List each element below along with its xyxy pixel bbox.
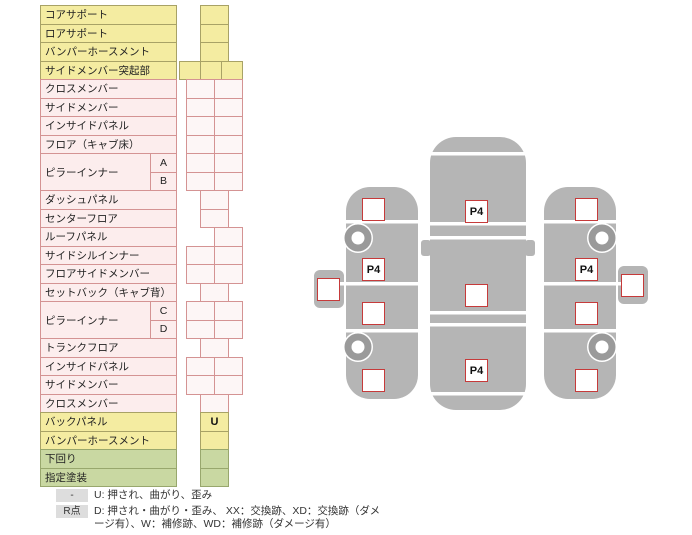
pillar-sub-label: A [150,153,177,173]
car-side-view-left [314,187,424,399]
wheel-icon [343,332,373,362]
part-label: フロア（キャブ床） [40,134,177,154]
legend-row-u: - U: 押され、曲がり、歪み [56,489,384,503]
part-label: インサイドパネル [40,356,177,376]
damage-marker [362,302,385,325]
damage-marker [575,198,598,221]
part-label: サイドメンバー [40,97,177,117]
part-label: バンパーホースメント [40,42,177,62]
damage-marker [317,278,340,301]
wheel-icon [587,223,617,253]
part-label: 指定塗装 [40,467,177,487]
legend-badge-dash: - [56,489,88,502]
car-top-view [421,137,535,410]
part-label: バンパーホースメント [40,430,177,450]
wheel-icon [587,332,617,362]
damage-marker-p4: P4 [575,258,598,281]
legend-row-rpoint: R点 D: 押され・曲がり・歪み、 XX：交換跡、XD：交換跡（ダメージ有）、W… [56,504,384,532]
part-label: サイドメンバー突起部 [40,60,177,80]
part-label: クロスメンバー [40,79,177,99]
part-label: トランクフロア [40,338,177,358]
wheel-icon [343,223,373,253]
damage-marker [575,369,598,392]
damage-marker-p4: P4 [362,258,385,281]
damage-marker-p4: P4 [465,359,488,382]
damage-marker [362,198,385,221]
damage-marker [621,274,644,297]
legend: - U: 押され、曲がり、歪み R点 D: 押され・曲がり・歪み、 XX：交換跡… [56,489,384,534]
damage-marker-p4: P4 [465,200,488,223]
part-label: サイドシルインナー [40,245,177,265]
legend-badge-rpoint: R点 [56,504,88,518]
damage-marker [575,302,598,325]
damage-marker [362,369,385,392]
legend-text-d: D: 押され・曲がり・歪み、 XX：交換跡、XD：交換跡（ダメージ有）、W：補修… [94,504,381,531]
damage-cell [200,467,229,487]
part-label: セットバック（キャブ背） [40,282,177,302]
part-label: フロアサイドメンバー [40,264,177,284]
part-label: バックパネル [40,412,177,432]
legend-text-u: U: 押され、曲がり、歪み [94,489,213,501]
part-label: 下回り [40,449,177,469]
part-label: クロスメンバー [40,393,177,413]
damage-marker [465,284,488,307]
